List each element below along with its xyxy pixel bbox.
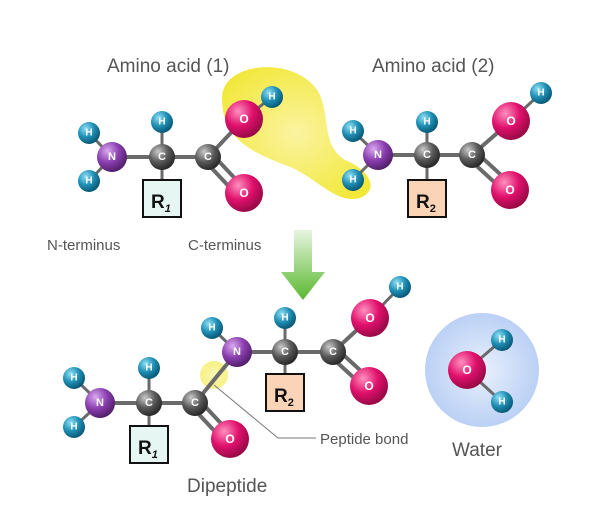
amino-acid-2-label: Amino acid (2) [372, 56, 495, 77]
carbon-atom [136, 390, 162, 416]
r2-side-chain-box [265, 373, 305, 412]
carbon-atom [459, 142, 485, 168]
r2-side-chain-box [407, 179, 447, 218]
oxygen-atom [492, 102, 530, 140]
svg-text:H: H [70, 422, 77, 433]
r1-label: R1 [138, 438, 158, 461]
hydrogen-atom [78, 122, 100, 144]
hydrogen-atom [491, 391, 513, 413]
svg-text:H: H [85, 176, 92, 187]
svg-text:N: N [233, 346, 241, 358]
carbon-atom [414, 142, 440, 168]
hydrogen-atom [63, 367, 85, 389]
svg-text:N: N [374, 149, 382, 161]
hydrogen-atom [261, 86, 283, 108]
r2-label: R2 [274, 386, 294, 409]
reaction-arrow [281, 230, 325, 300]
nitrogen-atom [97, 142, 127, 172]
svg-text:C: C [468, 149, 476, 161]
hydrogen-atom [342, 169, 364, 191]
oxygen-atom [350, 367, 388, 405]
hydrogen-atom [63, 416, 85, 438]
svg-text:H: H [85, 128, 92, 139]
oxygen-atom [491, 171, 529, 209]
svg-text:H: H [70, 373, 77, 384]
svg-text:O: O [364, 379, 373, 393]
n-terminus-label: N-terminus [47, 237, 120, 254]
peptide-bond-highlight [200, 361, 228, 389]
hydrogen-atom [491, 329, 513, 351]
svg-text:H: H [158, 117, 165, 128]
svg-text:C: C [423, 149, 431, 161]
svg-text:H: H [537, 88, 544, 99]
svg-text:N: N [108, 151, 116, 163]
carbon-atom [195, 144, 221, 170]
dipeptide: H H N H C C O H N H C C O H O R1 R2 [63, 276, 411, 464]
svg-text:C: C [191, 397, 199, 409]
svg-text:O: O [365, 311, 374, 325]
r1-side-chain-box [129, 425, 169, 464]
svg-text:O: O [225, 432, 234, 446]
r1-side-chain-box [142, 179, 182, 218]
r2-label: R2 [416, 192, 436, 215]
svg-text:O: O [239, 186, 248, 200]
svg-text:C: C [145, 397, 153, 409]
hydrogen-atom [530, 82, 552, 104]
nitrogen-atom [222, 337, 252, 367]
svg-text:C: C [204, 151, 212, 163]
hydrogen-atom [342, 120, 364, 142]
carbon-atom [320, 339, 346, 365]
hydrogen-atom [389, 276, 411, 298]
peptide-bond-leader [213, 384, 316, 439]
water-removal-highlight [222, 67, 371, 200]
hydrogen-atom [274, 307, 296, 329]
dipeptide-label: Dipeptide [187, 476, 267, 497]
hydrogen-atom [416, 111, 438, 133]
svg-text:H: H [281, 313, 288, 324]
nitrogen-atom [85, 388, 115, 418]
oxygen-atom [351, 299, 389, 337]
peptide-bond-label: Peptide bond [320, 431, 408, 448]
water-molecule: O H H [425, 313, 539, 427]
svg-text:H: H [349, 175, 356, 186]
svg-text:H: H [423, 117, 430, 128]
svg-text:N: N [96, 397, 104, 409]
carbon-atom [182, 390, 208, 416]
hydrogen-atom [151, 111, 173, 133]
carbon-atom [272, 339, 298, 365]
hydrogen-atom [138, 357, 160, 379]
svg-text:H: H [208, 323, 215, 334]
water-label: Water [452, 440, 503, 461]
hydrogen-atom [78, 170, 100, 192]
svg-text:C: C [158, 151, 166, 163]
carbon-atom [149, 144, 175, 170]
svg-text:O: O [239, 112, 248, 126]
svg-text:H: H [145, 363, 152, 374]
amino-acid-2: H H N H C C O H O R2 [342, 82, 552, 218]
svg-text:O: O [506, 114, 515, 128]
oxygen-atom [211, 420, 249, 458]
c-terminus-label: C-terminus [188, 237, 261, 254]
svg-text:O: O [462, 363, 471, 377]
amino-acid-1: H H N H C C O H O R1 [78, 86, 283, 218]
svg-text:H: H [498, 397, 505, 408]
nitrogen-atom [363, 140, 393, 170]
amino-acid-1-label: Amino acid (1) [107, 56, 230, 77]
oxygen-atom [448, 351, 486, 389]
svg-text:H: H [268, 92, 275, 103]
hydrogen-atom [201, 317, 223, 339]
oxygen-atom [225, 174, 263, 212]
r1-label: R1 [151, 192, 171, 215]
oxygen-atom [225, 100, 263, 138]
svg-text:O: O [505, 183, 514, 197]
svg-text:H: H [396, 282, 403, 293]
svg-text:H: H [349, 126, 356, 137]
svg-text:H: H [498, 335, 505, 346]
svg-text:C: C [281, 346, 289, 358]
svg-text:C: C [329, 346, 337, 358]
